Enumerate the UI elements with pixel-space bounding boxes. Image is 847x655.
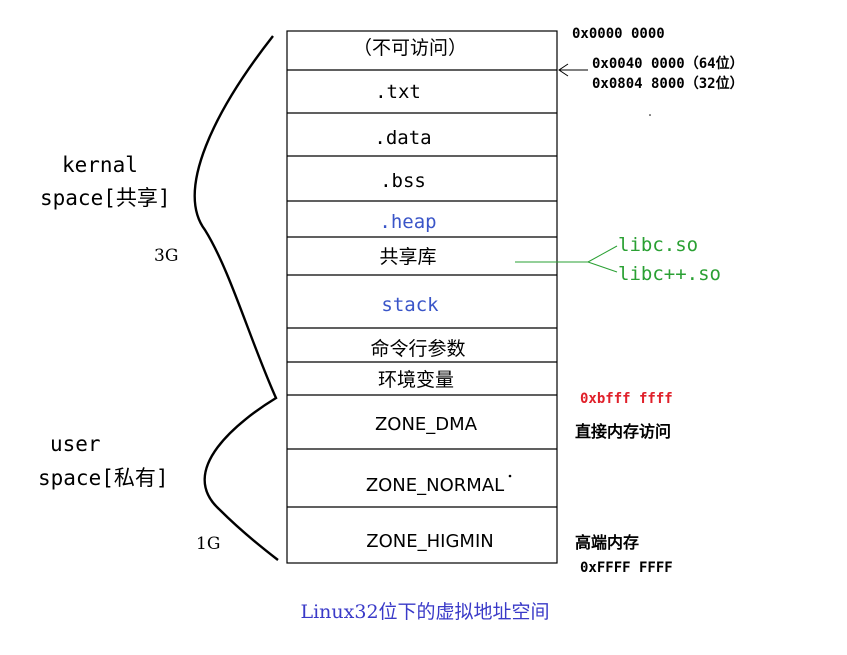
address-code-start-64: 0x0040 0000（64位） — [592, 55, 744, 72]
segment-zone-normal-label: ZONE_NORMAL — [366, 475, 504, 496]
stray-dot — [508, 474, 512, 478]
segment-zone-highmem-label: ZONE_HIGMIN — [366, 531, 493, 552]
segment-data-label: .data — [374, 127, 431, 149]
segment-boxes — [286, 30, 558, 564]
segment-noaccess-label: （不可访问） — [353, 37, 467, 59]
kernel-size-label: 3G — [154, 246, 178, 266]
address-top: 0x0000 0000 — [572, 26, 665, 42]
segment-bss-label: .bss — [380, 170, 426, 192]
kernel-space-label-line2: space[共享] — [40, 186, 171, 210]
address-code-start-32: 0x0804 8000（32位） — [592, 75, 744, 92]
user-size-label: 1G — [196, 534, 220, 554]
address-bottom: 0xFFFF FFFF — [580, 560, 673, 576]
memory-outer-box — [286, 30, 558, 564]
segment-shared-lib-label: 共享库 — [379, 246, 436, 268]
lib-libc-label: libc.so — [618, 234, 698, 256]
annotation-high-memory: 高端内存 — [575, 533, 639, 552]
user-space-label-line1: user — [50, 432, 101, 456]
segment-cmdline-label: 命令行参数 — [370, 338, 465, 360]
stray-dot-2 — [649, 114, 651, 116]
segment-env-label: 环境变量 — [378, 369, 454, 391]
address-kernel-boundary: 0xbfff ffff — [580, 391, 673, 407]
lib-libcpp-label: libc++.so — [618, 263, 721, 285]
segment-stack-label: stack — [381, 294, 439, 316]
side-brace — [193, 35, 279, 561]
user-space-label-line2: space[私有] — [38, 466, 169, 490]
shared-lib-connector — [515, 245, 618, 273]
annotation-direct-access: 直接内存访问 — [575, 422, 671, 441]
diagram-caption: Linux32位下的虚拟地址空间 — [300, 601, 549, 623]
kernel-space-label-line1: kernal — [62, 153, 138, 177]
segment-zone-dma-label: ZONE_DMA — [375, 414, 478, 435]
pointer-arrow — [558, 63, 588, 77]
segment-heap-label: .heap — [379, 211, 436, 233]
segment-txt-label: .txt — [375, 81, 421, 103]
